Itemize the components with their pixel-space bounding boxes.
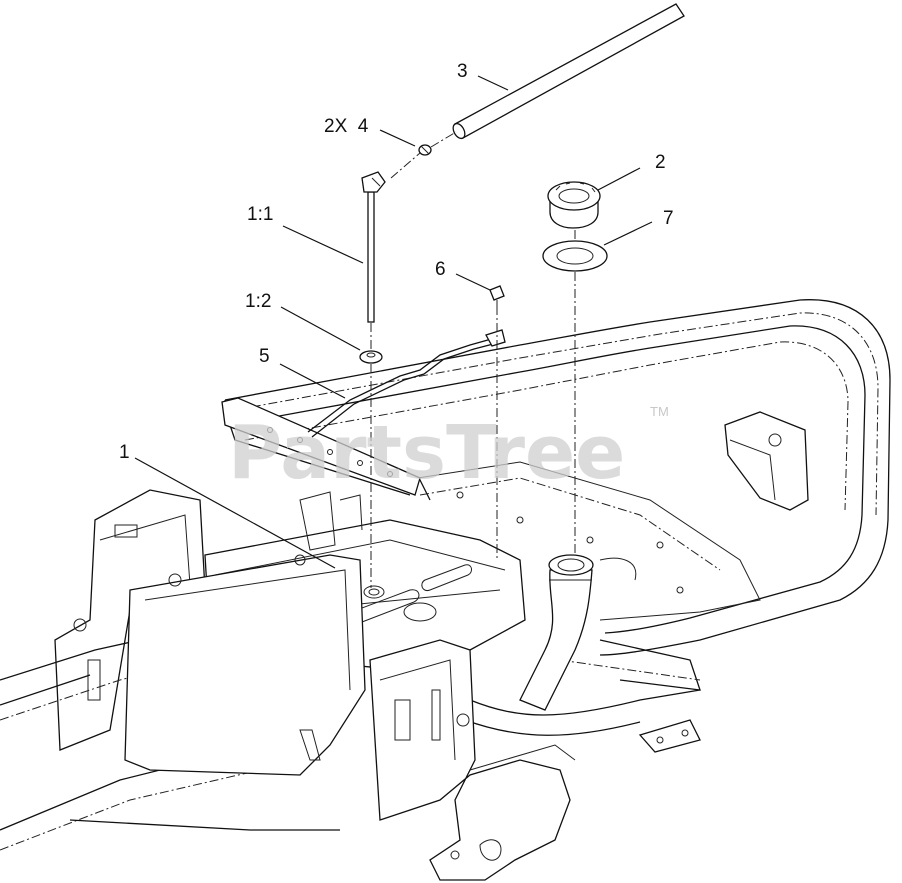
part-2-fuel-cap [547, 181, 601, 229]
callout-2x-4: 2X 4 [324, 116, 369, 137]
callout-1: 1 [119, 442, 130, 463]
callout-1-1: 1:1 [247, 204, 273, 225]
part-3-vent-hose [452, 3, 685, 140]
callout-3: 3 [457, 61, 468, 82]
mower-frame [224, 299, 891, 753]
callout-7: 7 [663, 208, 674, 229]
leader-lines [134, 75, 653, 569]
part-4-hose-clamp [418, 144, 432, 156]
part-7-gasket [542, 240, 608, 272]
callout-5: 5 [259, 346, 270, 367]
callout-1-2: 1:2 [245, 291, 271, 312]
assembly-centerlines [370, 131, 576, 588]
watermark-trademark: TM [650, 404, 669, 419]
fuel-filler-neck [519, 554, 594, 711]
front-right-bracket [369, 639, 576, 881]
part-1-2-grommet [359, 350, 383, 364]
callout-2: 2 [655, 152, 666, 173]
callout-6: 6 [435, 259, 446, 280]
part-6-screw [489, 285, 505, 306]
seat-deck-plate [404, 461, 761, 621]
watermark-text: PartsTree [228, 410, 625, 496]
part-1-1-vent-tube [361, 171, 386, 323]
center-support-plate [124, 554, 366, 776]
